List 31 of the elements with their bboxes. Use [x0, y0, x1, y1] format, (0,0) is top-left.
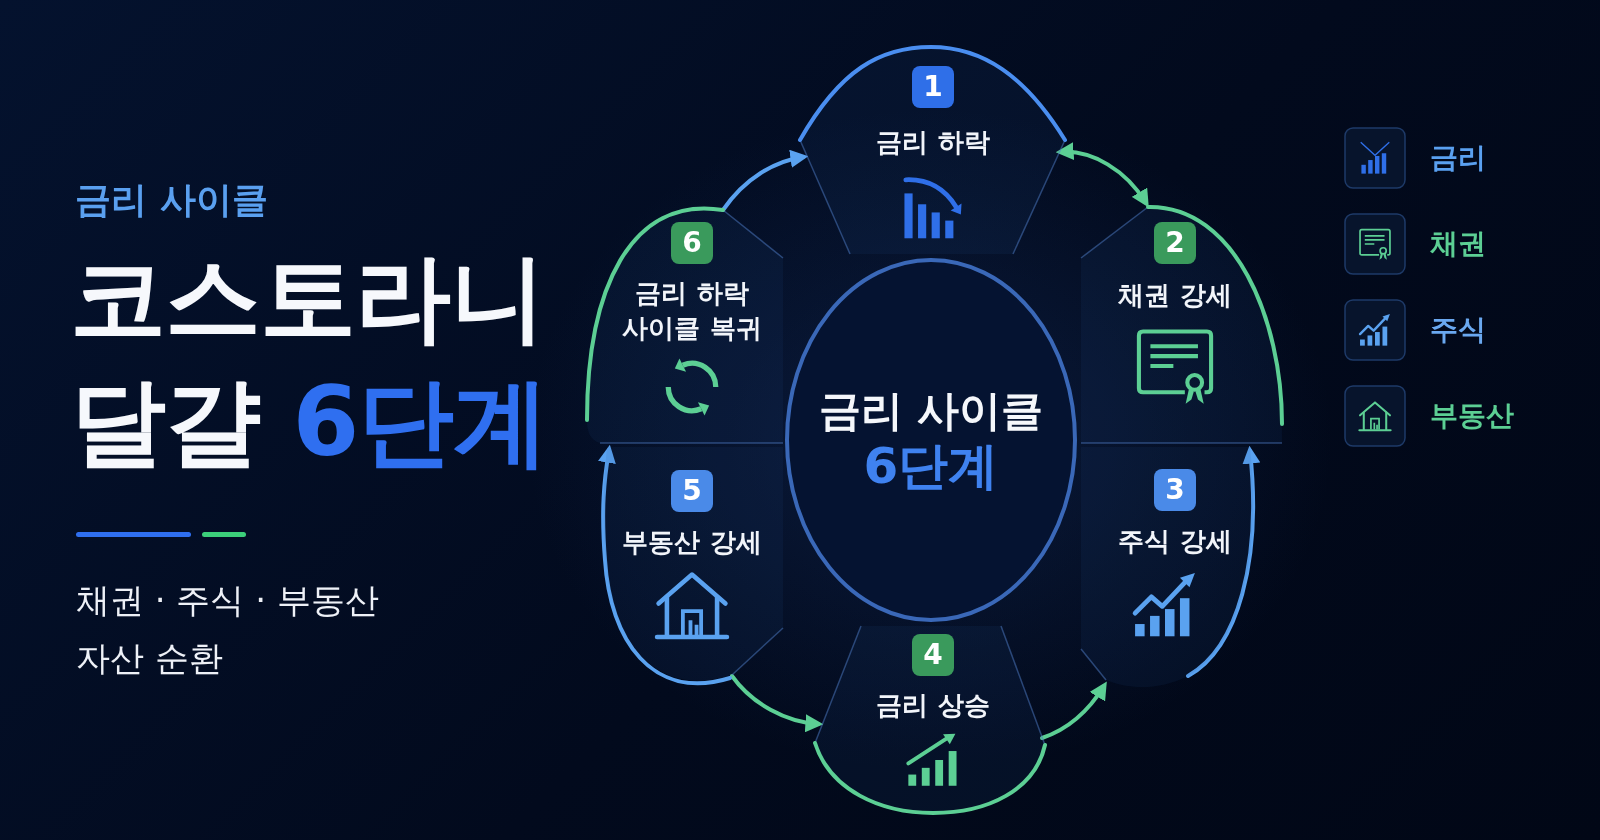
stage-label: 부동산 강세	[621, 526, 763, 559]
cycle-arrow	[1055, 142, 1149, 208]
stage-label: 주식 강세	[1117, 525, 1233, 558]
title: 코스토라니 달걀 6단계	[70, 241, 550, 480]
step-number-badge: 5	[671, 470, 713, 512]
stage-segment	[796, 43, 1069, 256]
cycle-arrow	[1040, 681, 1107, 740]
stage-segment	[1079, 203, 1286, 445]
cycle-arrow	[721, 150, 809, 212]
legend-label: 금리	[1430, 141, 1486, 175]
center-subtitle: 6단계	[862, 437, 1000, 495]
stage-label: 채권 강세	[1117, 279, 1233, 312]
step-number-badge: 2	[1154, 222, 1196, 264]
center-ellipse	[785, 258, 1077, 622]
cycle-arrow	[1186, 445, 1261, 678]
step-number-badge: 1	[912, 66, 954, 108]
legend-label: 주식	[1430, 313, 1486, 347]
step-number-badge: 4	[912, 634, 954, 676]
step-number-badge: 6	[671, 222, 713, 264]
stage-label: 금리 하락 사이클 복귀	[621, 277, 763, 345]
center-title: 금리 사이클	[817, 385, 1045, 437]
legend-label: 부동산	[1430, 399, 1514, 433]
cycle-arrow	[598, 444, 732, 686]
stage-segment	[811, 624, 1049, 817]
cycle-arrow	[730, 674, 824, 732]
subtitle: 채권 · 주식 · 부동산 자산 순환	[76, 579, 380, 680]
stage-label: 금리 상승	[875, 689, 991, 722]
legend-label: 채권	[1430, 227, 1486, 261]
kicker-label: 금리 사이클	[75, 178, 269, 222]
step-number-badge: 3	[1154, 469, 1196, 511]
stage-label: 금리 하락	[875, 126, 991, 159]
